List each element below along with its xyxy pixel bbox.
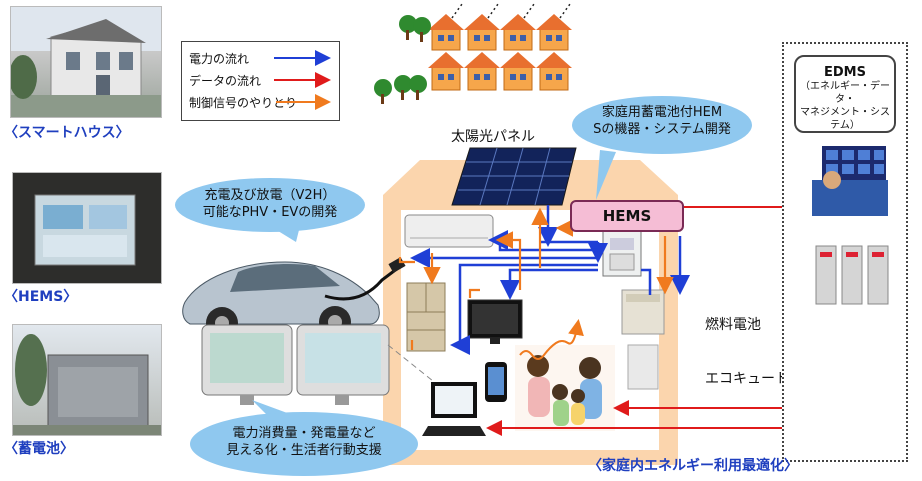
legend-arrows (274, 50, 331, 110)
battery-photo (12, 324, 162, 436)
smart-house-photo (9, 6, 162, 118)
optimization-caption: 〈家庭内エネルギー利用最適化〉 (588, 458, 798, 474)
ecocute-icon (627, 344, 659, 390)
town-houses-icon (374, 3, 572, 104)
battery-hems-line-2: Sの機器・システム開発 (593, 122, 731, 137)
battery-hems-bubble-tail (596, 150, 616, 200)
distribution-board-icon (602, 229, 642, 277)
ecocute-label: エコキュート (705, 371, 789, 387)
family-signal-wave (519, 319, 584, 360)
legend-box: 電力の流れ データの流れ 制御信号のやりとり (181, 41, 340, 121)
edms-title: EDMS (824, 65, 866, 80)
battery-caption: 〈蓄電池〉 (4, 441, 74, 457)
energy-monitor-displays-icon (201, 324, 390, 405)
refrigerator-icon (406, 282, 446, 352)
family-icon (515, 345, 615, 431)
visualization-line-1: 電力消費量・発電量など (232, 426, 376, 441)
air-conditioner-icon (404, 214, 494, 248)
edms-subtitle-1: （エネルギー・データ・ (800, 81, 890, 105)
hems-caption: 〈HEMS〉 (4, 289, 78, 305)
house-photo-illustration (9, 19, 161, 117)
hems-photo (12, 172, 162, 284)
smart-house-caption: 〈スマートハウス〉 (4, 125, 130, 141)
v2h-line-1: 充電及び放電（V2H） (204, 188, 336, 203)
fuel-cell-icon (621, 289, 665, 335)
legend-control-label: 制御信号のやりとり (189, 96, 298, 110)
legend-data-label: データの流れ (189, 74, 262, 88)
v2h-bubble: 充電及び放電（V2H） 可能なPHV・EVの開発 (175, 178, 365, 232)
legend-power-label: 電力の流れ (189, 52, 250, 66)
battery-hems-bubble: 家庭用蓄電池付HEM Sの機器・システム開発 (572, 96, 752, 154)
edms-subtitle-2: マネジメント・システム） (800, 107, 890, 131)
visualization-line-2: 見える化・生活者行動支援 (226, 443, 382, 458)
data-lines (486, 199, 804, 441)
v2h-line-2: 可能なPHV・EVの開発 (202, 205, 338, 220)
fuel-cell-label: 燃料電池 (705, 317, 761, 333)
battery-hems-line-1: 家庭用蓄電池付HEM (601, 105, 723, 120)
servers-icon (815, 245, 889, 305)
control-lines (398, 207, 674, 350)
smartphone-icon (485, 362, 507, 402)
edms-title-box: EDMS （エネルギー・データ・ マネジメント・システム） (794, 55, 896, 133)
monitor-link-line (387, 344, 439, 386)
battery-illustration (13, 334, 161, 435)
hems-box: HEMS (570, 200, 684, 232)
visualization-bubble: 電力消費量・発電量など 見える化・生活者行動支援 (190, 412, 418, 476)
pc-icon (422, 382, 486, 436)
television-icon (467, 299, 523, 344)
data-center-icon (812, 146, 889, 305)
hems-screen-illustration (34, 194, 136, 266)
trees-icon (374, 15, 431, 104)
solar-panel-label: 太陽光パネル (451, 129, 535, 145)
solar-panel-icon (451, 147, 577, 206)
